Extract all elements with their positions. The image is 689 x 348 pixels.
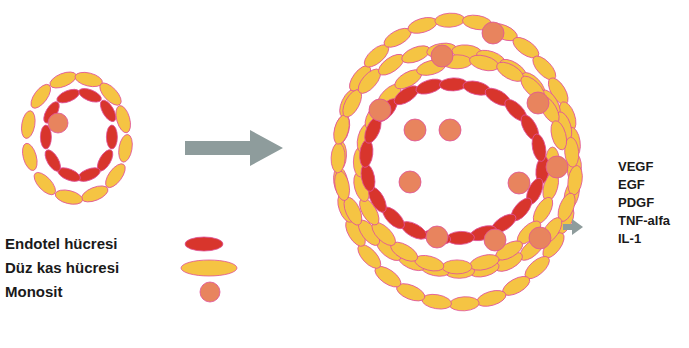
smooth-muscle-cell <box>566 164 584 196</box>
smooth-muscle-cell <box>332 113 353 145</box>
smooth-muscle-cell <box>117 133 134 163</box>
smooth-muscle-cell <box>54 187 84 206</box>
smooth-muscle-cell <box>48 69 79 92</box>
factor-label: EGF <box>618 176 645 193</box>
monocyte <box>48 113 68 133</box>
factor-label: IL-1 <box>618 230 641 247</box>
legend-swatch <box>181 260 237 276</box>
monocyte <box>439 119 461 141</box>
monocyte <box>546 156 568 178</box>
smooth-muscle-cell <box>331 113 352 146</box>
smooth-muscle-cell <box>332 170 352 202</box>
endothelial-cell <box>42 147 64 173</box>
smooth-muscle-cell <box>20 142 40 172</box>
legend-swatch-box <box>183 233 225 255</box>
legend-text: Monosit <box>5 282 63 302</box>
legend-swatch <box>200 282 220 302</box>
endothelial-cell <box>55 87 81 106</box>
smooth-muscle-cell <box>79 183 110 206</box>
legend-text: Düz kas hücresi <box>5 258 119 278</box>
endothelial-cell <box>530 133 548 163</box>
smooth-muscle-cell <box>406 14 439 36</box>
monocyte <box>529 227 551 249</box>
large-vessel <box>331 12 585 311</box>
monocyte <box>484 229 506 251</box>
factor-label: PDGF <box>618 194 654 211</box>
endothelial-cell <box>358 139 374 168</box>
monocyte <box>369 99 391 121</box>
legend-swatch <box>185 237 223 251</box>
secretion-arrow <box>563 219 583 235</box>
factor-label: TNF-alfa <box>618 212 670 229</box>
endothelial-cell <box>77 86 103 105</box>
smooth-muscle-cell <box>421 292 453 311</box>
smooth-muscle-cell <box>74 70 104 89</box>
legend-item: Monosit <box>5 281 255 303</box>
smooth-muscle-cell <box>475 287 508 309</box>
smooth-muscle-cell <box>20 110 37 140</box>
smooth-muscle-cell <box>548 119 569 152</box>
factor-label: VEGF <box>618 158 653 175</box>
endothelial-cell <box>76 165 102 184</box>
legend-item: Endotel hücresi <box>5 233 255 255</box>
smooth-muscle-cell <box>468 252 501 273</box>
endothelial-cell <box>106 125 117 149</box>
smooth-muscle-cell <box>442 260 472 274</box>
legend-item: Düz kas hücresi <box>5 257 255 279</box>
smooth-muscle-cell <box>331 143 346 173</box>
monocyte <box>527 92 549 114</box>
monocyte <box>399 171 421 193</box>
monocyte <box>508 172 530 194</box>
smooth-muscle-cell <box>434 12 465 28</box>
monocyte <box>431 45 453 67</box>
endothelial-cell <box>97 98 119 124</box>
legend-swatch-box <box>198 281 222 303</box>
smooth-muscle-cell <box>468 52 501 73</box>
monocyte <box>482 22 504 44</box>
endothelial-cell <box>391 82 422 108</box>
legend-text: Endotel hücresi <box>5 234 118 254</box>
small-vessel <box>20 69 135 207</box>
smooth-muscle-cell <box>449 296 480 312</box>
legend-swatch-box <box>179 257 239 279</box>
endothelial-cell <box>359 163 377 193</box>
smooth-muscle-cell <box>30 169 59 198</box>
monocyte <box>404 119 426 141</box>
lumen <box>369 80 545 244</box>
monocyte <box>426 226 448 248</box>
transition-arrow <box>185 130 283 166</box>
